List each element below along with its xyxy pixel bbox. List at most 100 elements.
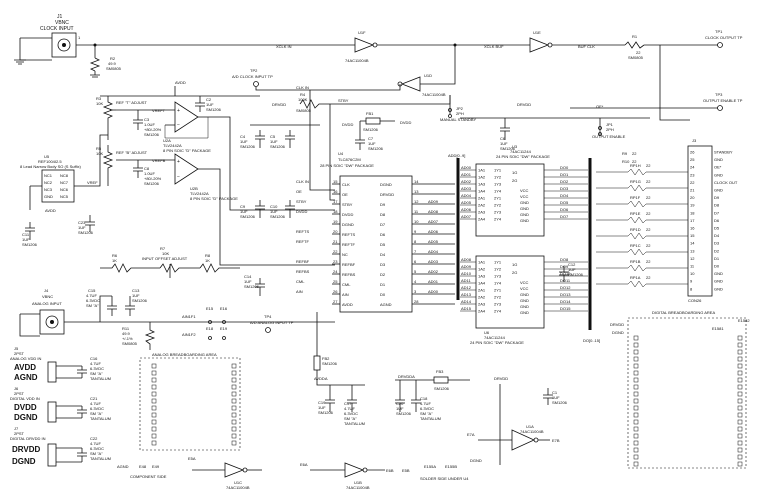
j3-pin-num: 23 — [690, 172, 695, 177]
breadboard-pad — [231, 412, 237, 418]
breadboard-pad — [633, 349, 639, 355]
u2b-ref: U2B — [190, 186, 198, 191]
u5-pin: NC7 — [60, 180, 69, 185]
rp-val: 22 — [646, 211, 651, 216]
c1-capacitor — [543, 388, 553, 405]
c10-pkg: SM1206 — [270, 214, 286, 219]
j7-wire — [56, 447, 82, 463]
u1c-inverter — [224, 462, 245, 478]
j7-ref: J7 — [14, 426, 19, 431]
r6-resistor — [100, 263, 160, 273]
xclk-in-label: XCLK IN — [276, 44, 292, 49]
breadboard-pad — [633, 377, 639, 383]
buffer-ctrl-pin: 2G — [512, 178, 517, 183]
u4-pin-label: CML — [342, 282, 351, 287]
j1-pin1: 1 — [78, 35, 81, 40]
buffer-out-net: DO15 — [560, 306, 571, 311]
j3-pin-num: 22 — [690, 180, 695, 185]
u4-ref: U4 — [338, 151, 344, 156]
j3-pin-num: 26 — [690, 150, 695, 155]
breadboard-pad — [231, 440, 237, 446]
buffer-pwr-pin: GND — [520, 310, 529, 315]
buffer-pin-y: 2Y3 — [494, 210, 502, 215]
clk-in-wire — [255, 84, 401, 91]
u4-pin-num: 3 — [414, 289, 417, 294]
r7-ref: R7 — [160, 246, 166, 251]
j3-pin-num: 10 — [690, 271, 695, 276]
u2b-minus: − — [177, 174, 180, 180]
buffer-in-net: AD03 — [461, 186, 472, 191]
oe-bar-label: OE* — [596, 104, 604, 109]
u4-pin-num: 20 — [333, 229, 338, 234]
r10-val: 22 — [632, 159, 637, 164]
digital-dgnd: DGND — [612, 330, 624, 335]
analog-breadboard-area — [139, 357, 241, 451]
u4-pin-label: D7 — [380, 222, 386, 227]
dgnd-bottom: DGND — [470, 458, 482, 463]
r8-ref: R8 — [205, 253, 211, 258]
r7-potentiometer — [159, 263, 200, 273]
c5-pkg: SM1206 — [270, 144, 286, 149]
buffer-pwr-pin: VCC — [520, 194, 529, 199]
c5-ref: C5 — [270, 134, 276, 139]
breadboard-pad — [231, 370, 237, 376]
buffer-pwr-pin: GND — [520, 304, 529, 309]
buffer-in-net: AD11 — [461, 278, 471, 283]
c14-capacitor — [255, 278, 265, 296]
c7-capacitor — [355, 121, 365, 150]
buffer-in-net: AD09 — [461, 264, 472, 269]
r3-ref: R3 — [96, 96, 102, 101]
r4-val: 100K — [298, 97, 308, 102]
j5-agnd: AGND — [14, 373, 38, 382]
breadboard-pad — [737, 342, 743, 348]
u4-pin-num: 27 — [333, 299, 338, 304]
u1f-ref: U1F — [358, 30, 366, 35]
breadboard-pad — [633, 363, 639, 369]
j3-pin-num: 9 — [690, 279, 693, 284]
jumper-pad — [222, 320, 226, 324]
breadboard-pad — [633, 405, 639, 411]
u6-pkg: 24 PIN SOIC "DW" PACKAGE — [470, 340, 524, 345]
fb2-ref: FB2 — [322, 356, 330, 361]
u4-pin-num: 6 — [414, 259, 417, 264]
u4-pin-num: 23 — [333, 259, 338, 264]
c21-pkg: SM "A" — [90, 411, 103, 416]
e15-label: E15 — [206, 306, 214, 311]
buffer-pin-a: 2A3 — [478, 302, 486, 307]
buffer-out-net: DO5 — [560, 200, 569, 205]
buffer-pwr-pin: GND — [520, 218, 529, 223]
jp1-pins: 2PH — [606, 127, 614, 132]
j3-pin-label: GND — [714, 271, 723, 276]
j3-pin-label: GND — [714, 279, 723, 284]
c16-v: 6.3VDC — [90, 366, 104, 371]
c8-ref: C8 — [144, 166, 150, 171]
tp2-name: A/D CLOCK INPUT TP — [232, 74, 273, 79]
buffer-out-net: DO11 — [560, 278, 571, 283]
c3-val: 1.0UF — [144, 122, 155, 127]
u4-net-label: CLK IN — [296, 179, 309, 184]
c13-ref: C13 — [132, 288, 140, 293]
buffer-out-net: DO1 — [560, 172, 569, 177]
r3-name: REF "T" ADJUST — [116, 100, 147, 105]
c6-capacitor — [500, 118, 510, 140]
c17-val: 4.7UF — [344, 406, 355, 411]
c19-capacitor — [325, 385, 335, 412]
breadboard-pad — [151, 363, 157, 369]
buffer-pin-y: 2Y2 — [494, 295, 502, 300]
avdda-label: AVDDA — [314, 376, 328, 381]
c2-pkg: SM1206 — [206, 107, 222, 112]
r1-ref: R1 — [632, 34, 638, 39]
r10-ref: R10 — [622, 159, 630, 164]
breadboard-pad — [231, 426, 237, 432]
buffer-pin-a: 2A2 — [478, 203, 486, 208]
j1-bnc-center — [62, 43, 66, 47]
fb1-ferrite — [365, 117, 381, 125]
e49-label: E49 — [152, 464, 160, 469]
u2a-pkg: 8 PIN SOIC "D" PACKAGE — [163, 148, 211, 153]
refts-wire — [198, 116, 335, 211]
u1d-inverter — [400, 76, 421, 92]
buffer-pin-y: 1Y4 — [494, 281, 502, 286]
c9-capacitor — [255, 200, 265, 218]
c1-val: 1UF — [552, 395, 560, 400]
